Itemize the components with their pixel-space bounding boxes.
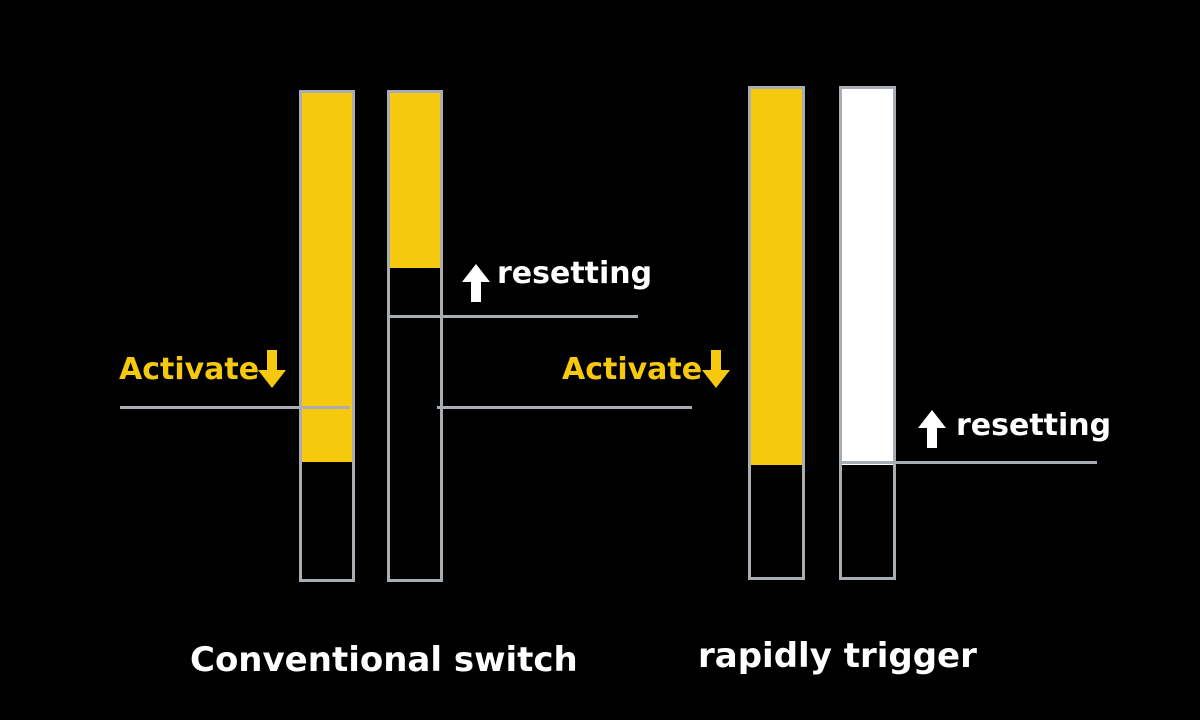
rapid-caption: rapidly trigger [698, 636, 977, 676]
conventional-bar-reset [387, 90, 443, 582]
arrow-down-icon [702, 350, 730, 388]
rapid-bar-reset-fill [842, 89, 893, 465]
arrow-down-icon [258, 350, 286, 388]
conventional-activate-label: Activate [119, 352, 260, 387]
conventional-resetting-label: resetting [497, 256, 653, 291]
arrow-up-icon [918, 410, 946, 448]
arrow-up-icon [462, 264, 490, 302]
rapid-bar-reset [839, 86, 896, 580]
rapid-bar-activate [748, 86, 805, 580]
conventional-activate-line-right [437, 406, 692, 409]
rapid-activate-label: Activate [562, 352, 703, 387]
conventional-reset-line [390, 315, 638, 318]
conventional-bar-activate [299, 90, 355, 582]
conventional-caption: Conventional switch [190, 640, 578, 680]
rapid-reset-line [842, 461, 1097, 464]
conventional-bar-activate-fill [302, 93, 352, 463]
conventional-activate-line-left [120, 406, 350, 409]
conventional-bar-reset-fill [390, 93, 440, 268]
rapid-bar-activate-fill [751, 89, 802, 465]
rapid-resetting-label: resetting [956, 408, 1112, 443]
